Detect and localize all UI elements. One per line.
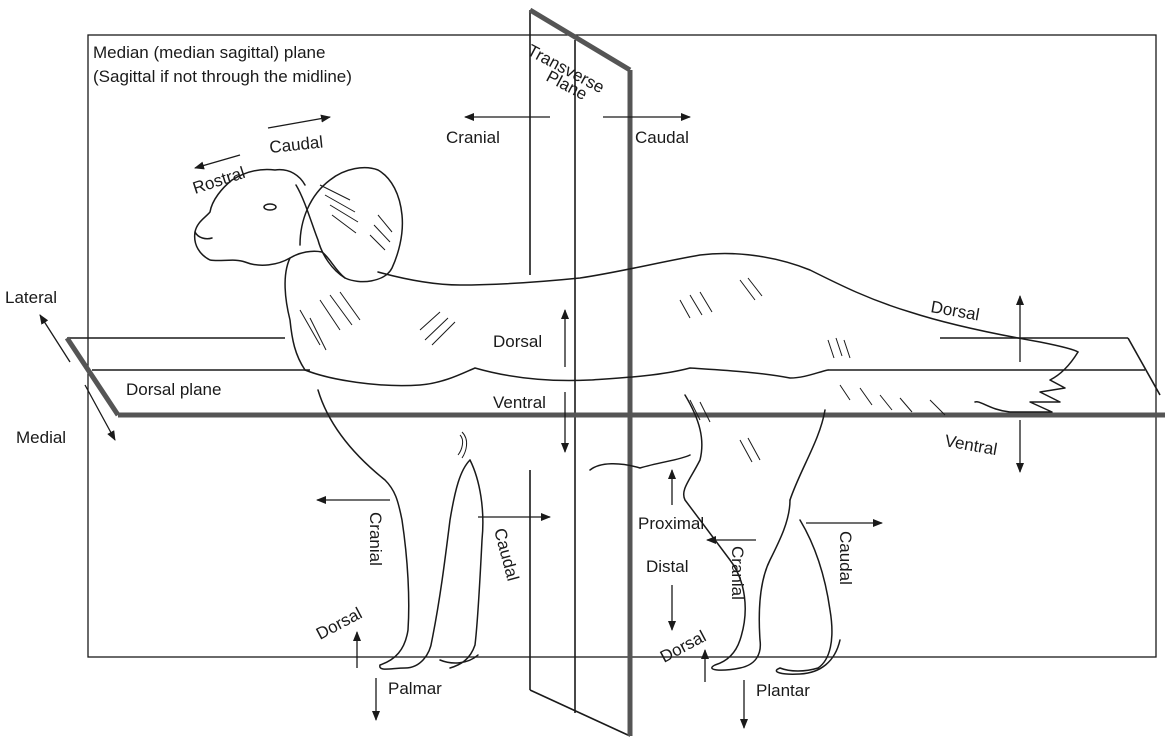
proximal-label: Proximal: [638, 514, 704, 533]
ventral-label-center: Ventral: [493, 393, 546, 412]
dorsal-plane-label: Dorsal plane: [126, 380, 221, 399]
lateral-label: Lateral: [5, 288, 57, 307]
median-plane-sublabel: (Sagittal if not through the midline): [93, 67, 352, 86]
dorsal-label-hindpaw: Dorsal: [657, 627, 709, 667]
cranial-label-hindleg: Cranial: [728, 546, 747, 600]
cranial-label-top: Cranial: [446, 128, 500, 147]
caudal-label-hindleg: Caudal: [836, 531, 855, 585]
caudal-label-foreleg: Caudal: [490, 526, 522, 583]
transverse-plane: [530, 10, 630, 736]
median-plane-rect: [88, 35, 1156, 657]
medial-label: Medial: [16, 428, 66, 447]
dorsal-plane: [67, 338, 1165, 415]
ventral-label-tail: Ventral: [943, 431, 998, 459]
caudal-label-head: Caudal: [268, 132, 324, 157]
dog-illustration: [195, 168, 1078, 675]
cranial-label-foreleg: Cranial: [366, 512, 385, 566]
palmar-label: Palmar: [388, 679, 442, 698]
caudal-label-top: Caudal: [635, 128, 689, 147]
dorsal-label-center: Dorsal: [493, 332, 542, 351]
plantar-label: Plantar: [756, 681, 810, 700]
median-plane-label: Median (median sagittal) plane: [93, 43, 325, 62]
distal-label: Distal: [646, 557, 689, 576]
